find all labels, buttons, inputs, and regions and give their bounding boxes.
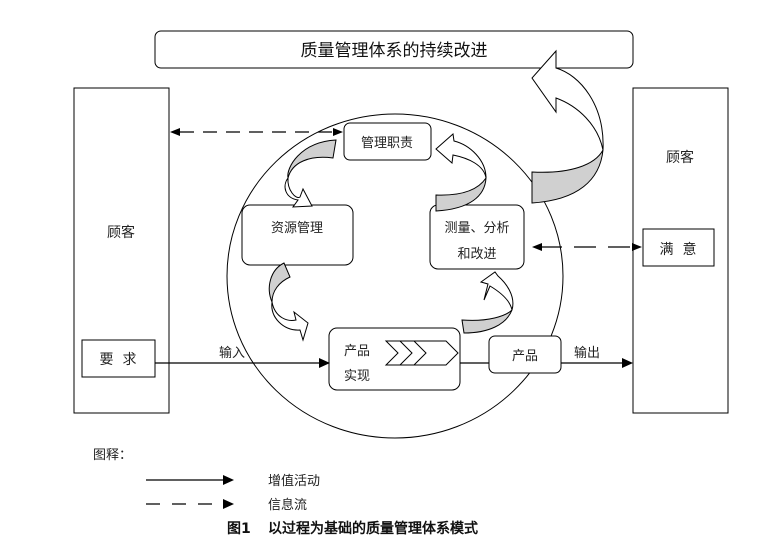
svg-text:产品: 产品 — [344, 344, 370, 359]
requirements-box — [81, 339, 156, 378]
info-flow-top — [170, 128, 343, 136]
output-label: 输出 — [574, 345, 600, 361]
svg-text:测量、分析: 测量、分析 — [444, 221, 509, 236]
customer-left-box: 顾客 要 求 — [73, 87, 170, 414]
customer-right-label: 顾客 — [666, 149, 694, 166]
legend-heading: 图释： — [93, 448, 132, 463]
legend-item-dashed: 信息流 — [146, 497, 307, 513]
info-flow-right — [532, 243, 642, 251]
customer-right-box: 顾客 满 意 — [632, 87, 729, 414]
svg-text:实现: 实现 — [344, 369, 370, 384]
node-management-responsibility: 管理职责 — [343, 122, 432, 161]
node-resource-management: 资源管理 — [241, 204, 354, 266]
input-arrow: 输入 — [155, 345, 330, 368]
node-product: 产品 — [488, 335, 562, 374]
satisfaction-box — [642, 228, 715, 267]
diagram-title: 质量管理体系的持续改进 — [301, 41, 488, 61]
output-arrow: 输出 — [561, 345, 633, 368]
legend: 图释： 增值活动 信息流 — [93, 448, 320, 513]
input-label: 输入 — [219, 345, 245, 361]
figure-number: 图1 — [227, 521, 251, 537]
figure-caption-text: 以过程为基础的质量管理体系模式 — [268, 520, 478, 537]
svg-text:资源管理: 资源管理 — [271, 221, 323, 236]
node-product-realization: 产品 实现 — [328, 327, 461, 391]
customer-left-label: 顾客 — [107, 224, 135, 241]
svg-text:管理职责: 管理职责 — [361, 136, 413, 151]
svg-text:信息流: 信息流 — [268, 497, 307, 513]
figure-caption: 图1 以过程为基础的质量管理体系模式 — [227, 520, 478, 537]
process-circle — [226, 113, 564, 439]
svg-text:增值活动: 增值活动 — [268, 473, 320, 489]
curved-arrow-management-to-resources — [284, 139, 337, 208]
legend-item-solid: 增值活动 — [146, 473, 320, 489]
curved-arrow-realization-to-measurement — [461, 271, 514, 334]
curved-arrow-resources-to-realization — [268, 262, 309, 342]
satisfaction-label: 满 意 — [660, 241, 697, 258]
svg-text:和改进: 和改进 — [457, 247, 496, 262]
curved-arrow-measurement-to-management — [435, 133, 487, 212]
svg-text:产品: 产品 — [512, 349, 538, 364]
chevrons-icon — [384, 340, 459, 366]
requirements-label: 要 求 — [100, 352, 137, 368]
node-measurement-analysis-improvement: 测量、分析 和改进 — [429, 204, 525, 270]
curved-arrow-continual-improvement — [531, 49, 604, 204]
title-box: 质量管理体系的持续改进 — [154, 30, 634, 69]
